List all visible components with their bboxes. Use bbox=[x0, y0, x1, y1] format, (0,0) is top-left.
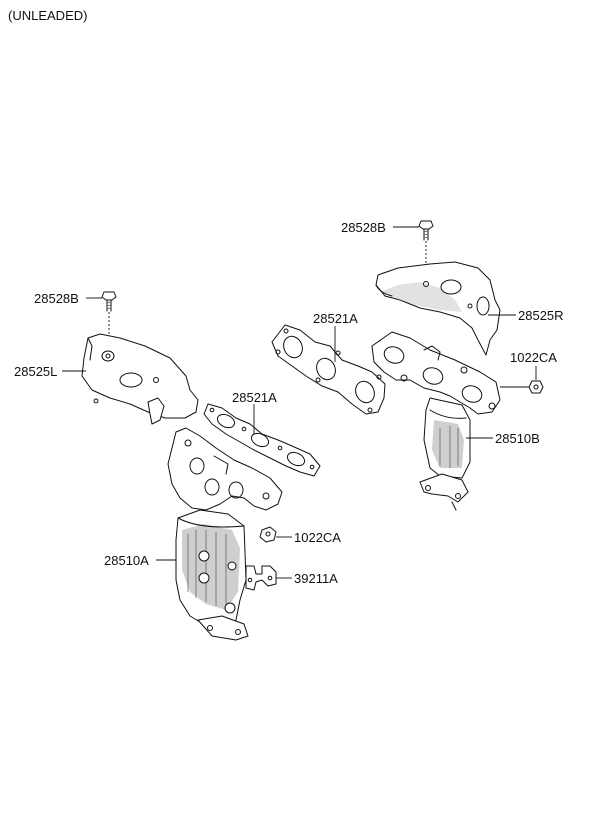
bolt-left-drawing bbox=[101, 291, 117, 312]
callout-bolt-right: 28528B bbox=[341, 220, 386, 235]
callout-heat-protector-right: 28525R bbox=[518, 308, 564, 323]
manifold-right-drawing bbox=[371, 331, 501, 511]
heat-protector-left-drawing bbox=[81, 333, 199, 425]
callout-gasket-left: 28521A bbox=[232, 390, 277, 405]
heat-protector-right-drawing bbox=[375, 261, 501, 356]
callout-bracket: 39211A bbox=[294, 571, 338, 586]
manifold-left-drawing bbox=[167, 427, 283, 641]
bolt-right-drawing bbox=[418, 220, 434, 241]
callout-bolt-left: 28528B bbox=[34, 291, 79, 306]
gasket-left-drawing bbox=[203, 403, 321, 477]
nut-right-drawing bbox=[528, 380, 544, 394]
callout-manifold-left: 28510A bbox=[104, 553, 149, 568]
callout-gasket-right: 28521A bbox=[313, 311, 358, 326]
callout-nut-right: 1022CA bbox=[510, 350, 557, 365]
callout-nut-left: 1022CA bbox=[294, 530, 341, 545]
bracket-drawing bbox=[245, 565, 277, 591]
nut-left-drawing bbox=[259, 526, 277, 543]
gasket-right-drawing bbox=[271, 324, 386, 415]
callout-manifold-right: 28510B bbox=[495, 431, 540, 446]
callout-heat-protector-left: 28525L bbox=[14, 364, 57, 379]
variant-label: (UNLEADED) bbox=[8, 8, 87, 23]
